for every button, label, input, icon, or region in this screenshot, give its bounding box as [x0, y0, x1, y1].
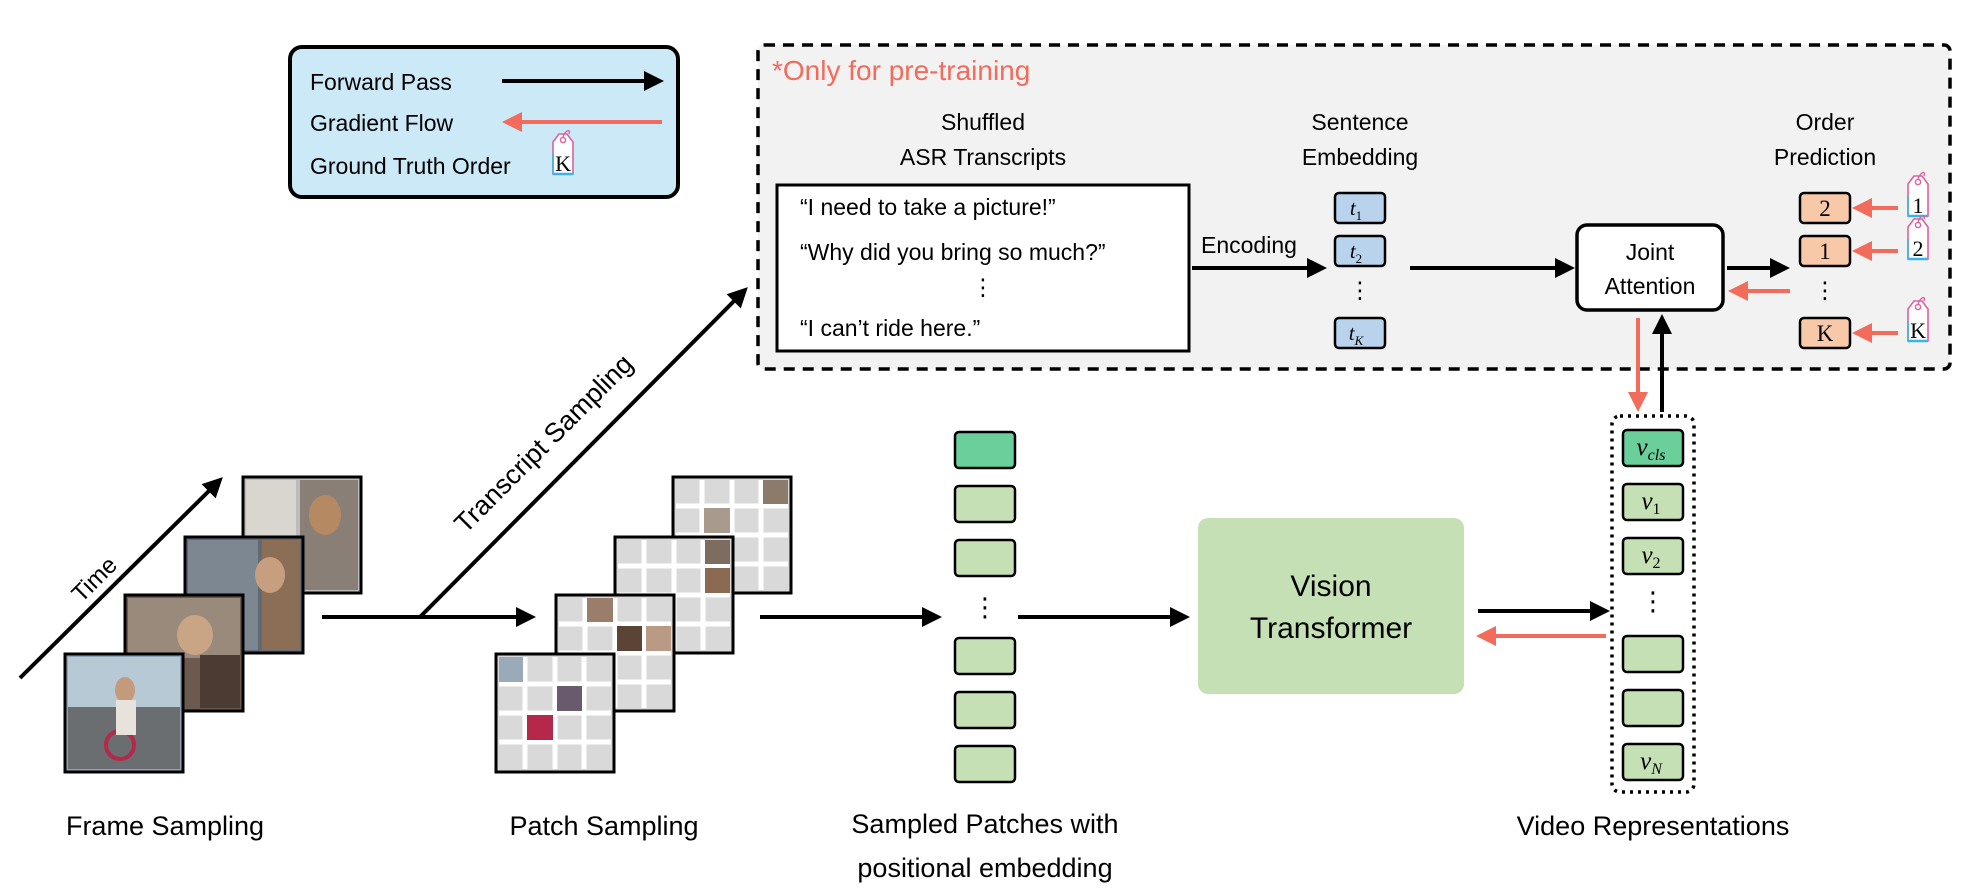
shuffled-title-line2: ASR Transcripts: [900, 144, 1066, 170]
transcript-k: “I can’t ride here.”: [800, 315, 980, 341]
legend-ground-truth-label: Ground Truth Order: [310, 153, 511, 179]
patch-frame-1: [494, 652, 616, 774]
legend-tag-icon: K: [551, 129, 575, 176]
patch-token-cls: [953, 430, 1017, 470]
vision-transformer-block: Vision Transformer: [1198, 518, 1464, 694]
prediction-1: 2: [1798, 191, 1852, 225]
transcript-sampling-arrow: [418, 287, 748, 619]
legend-forward-pass-label: Forward Pass: [310, 69, 452, 95]
sampled-patches-line2: positional embedding: [857, 853, 1112, 883]
patch-sampling-label: Patch Sampling: [509, 811, 698, 841]
joint-attention-line2: Attention: [1605, 273, 1696, 299]
vision-transformer-line2: Transformer: [1250, 612, 1412, 645]
transcript-1: “I need to take a picture!”: [800, 194, 1056, 220]
svg-text:v1: v1: [1641, 488, 1660, 518]
video-representations-label: Video Representations: [1517, 811, 1790, 841]
legend-tag-symbol: K: [555, 151, 571, 176]
token-ellipsis: ⋮: [1349, 277, 1372, 303]
video-token-n: vN: [1621, 742, 1685, 782]
joint-attention-line1: Joint: [1626, 239, 1675, 265]
transcript-2: “Why did you bring so much?”: [800, 239, 1106, 265]
svg-text:tK: tK: [1349, 321, 1365, 348]
joint-attention-block: Joint Attention: [1575, 223, 1725, 312]
frame-1: [63, 652, 185, 774]
patch-token: [953, 538, 1017, 578]
transcripts-box: [775, 183, 1191, 353]
svg-text:2: 2: [1913, 236, 1924, 261]
frame-sampling-label: Frame Sampling: [66, 811, 264, 841]
order-prediction-line1: Order: [1796, 109, 1855, 135]
sentence-embedding-line1: Sentence: [1311, 109, 1408, 135]
patch-token: [953, 484, 1017, 524]
gt-tag-2-icon: 2: [1906, 214, 1930, 261]
transcript-sampling-label: Transcript Sampling: [448, 348, 638, 538]
shuffled-title-line1: Shuffled: [941, 109, 1025, 135]
svg-text:K: K: [1910, 318, 1926, 343]
legend: Forward Pass Gradient Flow Ground Truth …: [288, 45, 680, 199]
patch-token: [953, 744, 1017, 784]
patch-stack: [494, 475, 793, 774]
sampled-patch-tokens: ⋮: [953, 430, 1017, 784]
time-label: Time: [67, 552, 123, 608]
prediction-2: 1: [1798, 234, 1852, 268]
svg-text:2: 2: [1819, 196, 1831, 221]
token-tk: tK: [1333, 316, 1387, 350]
pretraining-note: *Only for pre-training: [772, 55, 1030, 86]
token-t1: t1: [1333, 191, 1387, 225]
svg-text:vN: vN: [1640, 748, 1663, 778]
patch-token: [953, 636, 1017, 676]
pretraining-box: *Only for pre-training Shuffled ASR Tran…: [756, 43, 1952, 371]
gt-tag-k-icon: K: [1906, 296, 1930, 343]
svg-text:1: 1: [1819, 239, 1831, 264]
video-token: [1621, 634, 1685, 674]
sentence-embedding-line2: Embedding: [1302, 144, 1418, 170]
token-t2: t2: [1333, 234, 1387, 268]
svg-text:1: 1: [1913, 193, 1924, 218]
prediction-ellipsis: ⋮: [1814, 277, 1837, 303]
patch-token-ellipsis: ⋮: [972, 592, 998, 622]
svg-text:vcls: vcls: [1637, 434, 1666, 464]
encoding-label: Encoding: [1201, 232, 1297, 258]
vision-transformer-line1: Vision: [1290, 570, 1371, 603]
patch-token: [953, 690, 1017, 730]
svg-text:t1: t1: [1350, 196, 1362, 223]
transcript-ellipsis: ⋮: [972, 274, 995, 300]
video-token: [1621, 688, 1685, 728]
svg-text:K: K: [1817, 321, 1834, 346]
video-token-cls: vcls: [1621, 428, 1685, 468]
svg-text:t2: t2: [1350, 239, 1362, 266]
svg-text:v2: v2: [1641, 542, 1660, 572]
video-token-1: v1: [1621, 482, 1685, 522]
order-prediction-line2: Prediction: [1774, 144, 1876, 170]
gt-tag-1-icon: 1: [1906, 171, 1930, 218]
video-token-2: v2: [1621, 536, 1685, 576]
video-representations: vcls v1 v2 ⋮ vN: [1610, 414, 1696, 794]
sampled-patches-line1: Sampled Patches with: [851, 809, 1118, 839]
frame-stack: [63, 475, 363, 774]
legend-gradient-flow-label: Gradient Flow: [310, 110, 454, 136]
prediction-k: K: [1798, 316, 1852, 350]
video-token-ellipsis: ⋮: [1640, 586, 1666, 616]
